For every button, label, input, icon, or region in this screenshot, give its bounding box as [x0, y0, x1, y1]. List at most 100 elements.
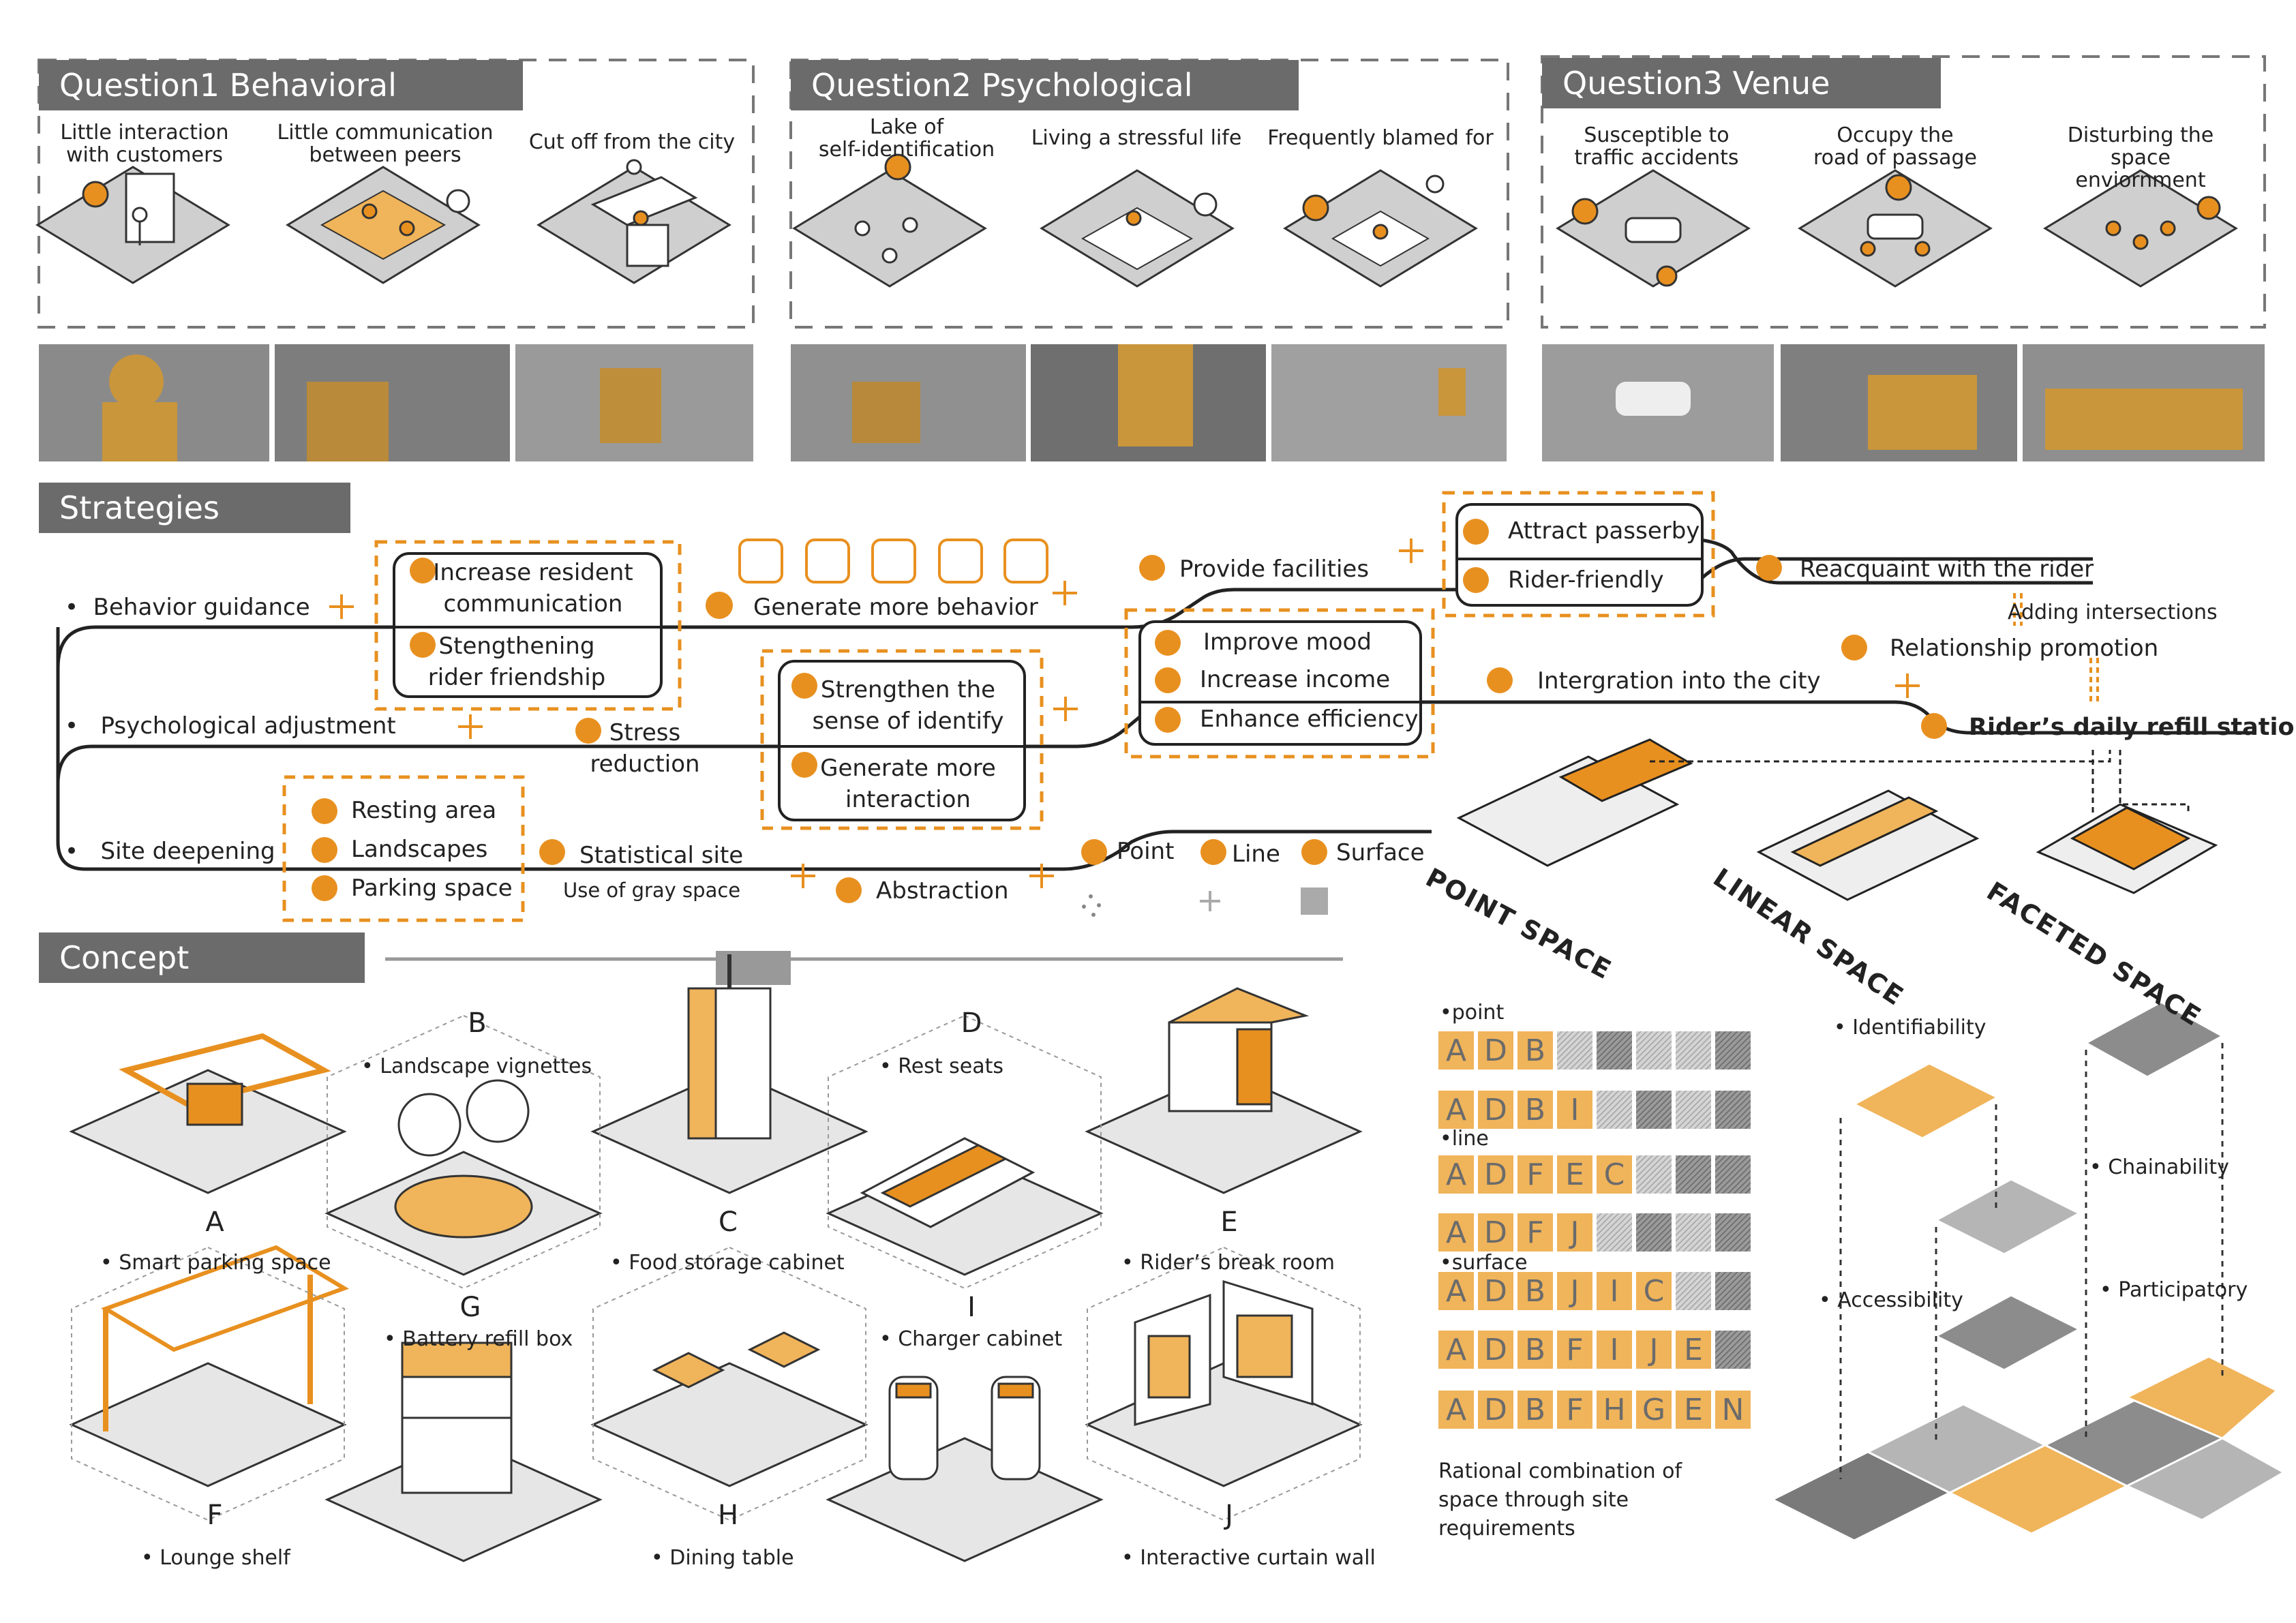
combo-cell: J	[1557, 1272, 1592, 1310]
landscapes: Landscapes	[351, 836, 488, 863]
combo-cell: A	[1438, 1091, 1474, 1129]
combo-cell: B	[1517, 1031, 1553, 1070]
charger-cabinet: • Charger cabinet	[879, 1327, 1063, 1351]
combo-cell: B	[1517, 1091, 1553, 1129]
combo-cell	[1636, 1031, 1672, 1070]
letter-d: D	[961, 1007, 982, 1039]
combo-cell	[1676, 1272, 1711, 1310]
letter-j: J	[1225, 1500, 1233, 1531]
q2-frame	[789, 59, 1509, 329]
combo-cell: B	[1517, 1272, 1553, 1310]
combo-cell: N	[1715, 1391, 1751, 1429]
strategies-header: Strategies Proposal	[39, 483, 350, 577]
battery-box: • Battery refill box	[384, 1327, 573, 1351]
relationship-promotion: Relationship promotion	[1890, 635, 2159, 662]
letter-f: F	[207, 1500, 223, 1531]
combo-cell	[1597, 1031, 1632, 1070]
generate-interaction: Generate more interaction	[820, 755, 996, 813]
combo-cell: D	[1478, 1331, 1513, 1369]
point-label: Point	[1117, 838, 1175, 865]
chainability: • Chainability	[2089, 1155, 2229, 1179]
combo-cell: A	[1438, 1331, 1474, 1369]
combo-cell	[1715, 1031, 1751, 1070]
letter-h: H	[717, 1500, 739, 1531]
site-deepening: • Site deepening	[65, 838, 275, 865]
combo-cell: A	[1438, 1272, 1474, 1310]
integration-city: Intergration into the city	[1537, 667, 1821, 695]
lounge-shelf: • Lounge shelf	[141, 1546, 290, 1570]
q1-frame	[37, 59, 755, 329]
letter-g: G	[459, 1292, 481, 1323]
concept-pieces	[69, 954, 1363, 1562]
site-drawings	[1456, 738, 2218, 901]
combo-line-label: •line	[1440, 1127, 1489, 1151]
combo-cell: C	[1636, 1272, 1672, 1310]
q1-label-2: Little communication between peers	[277, 121, 494, 167]
q2-header: Question2 Psychological Issues	[791, 60, 1299, 154]
line-label: Line	[1232, 840, 1280, 868]
abstraction: Abstraction	[876, 877, 1009, 905]
combo-cell	[1636, 1213, 1672, 1252]
combo-point-label: •point	[1440, 1001, 1505, 1025]
combo-cell: D	[1478, 1155, 1513, 1194]
q1-label-1: Little interaction with customers	[60, 121, 229, 167]
combo-cell: I	[1597, 1331, 1632, 1369]
smart-parking: • Smart parking space	[100, 1251, 331, 1275]
gray-space: Use of gray space	[563, 879, 741, 902]
q2-label-2: Living a stressful life	[1031, 126, 1242, 150]
combo-cell: E	[1676, 1391, 1711, 1429]
q2-label-3: Frequently blamed for	[1267, 126, 1494, 150]
q3-header: Question3 Venue Issues	[1542, 58, 1941, 152]
problem-tiles	[35, 153, 2238, 288]
parking-space: Parking space	[351, 875, 513, 902]
puzzle-stack	[1770, 1001, 2286, 1542]
combo-cell: A	[1438, 1391, 1474, 1429]
q3-label-1: Susceptible to traffic accidents	[1574, 123, 1739, 170]
combo-surface-label: •surface	[1440, 1251, 1528, 1275]
combo-cell: A	[1438, 1031, 1474, 1070]
photo-strip	[39, 344, 2265, 461]
combo-cell: D	[1478, 1391, 1513, 1429]
behavior-guidance: • Behavior guidance	[65, 594, 310, 621]
combo-cell: B	[1517, 1331, 1553, 1369]
combo-cell: C	[1597, 1155, 1632, 1194]
accessibility: • Accessibility	[1819, 1288, 1963, 1312]
combo-cell: I	[1597, 1272, 1632, 1310]
refill-station: Rider’s daily refill station	[1969, 714, 2296, 741]
combo-cell	[1597, 1091, 1632, 1129]
combo-cell: G	[1636, 1391, 1672, 1429]
identifiability: • Identifiability	[1834, 1016, 1987, 1040]
combo-cell	[1715, 1213, 1751, 1252]
combo-cell	[1557, 1031, 1592, 1070]
combo-cell: D	[1478, 1272, 1513, 1310]
combo-cell: E	[1557, 1155, 1592, 1194]
adding-intersections: Adding intersections	[2008, 601, 2218, 624]
combo-cell	[1676, 1213, 1711, 1252]
combo-cell: J	[1557, 1213, 1592, 1252]
participatory: • Participatory	[2100, 1278, 2248, 1302]
letter-c: C	[719, 1207, 738, 1238]
combo-cell: D	[1478, 1031, 1513, 1070]
concept-header: Concept Generation	[39, 932, 365, 1027]
q3-label-2: Occupy the road of passage	[1813, 123, 1978, 170]
attract-passerby: Attract passerby	[1508, 517, 1700, 545]
combo-cell: D	[1478, 1091, 1513, 1129]
increase-communication: Increase resident communication	[433, 559, 633, 618]
combo-cell: A	[1438, 1213, 1474, 1252]
letter-a: A	[205, 1207, 224, 1238]
sense-identity: Strengthen the sense of identify	[812, 676, 1004, 735]
dining-table: • Dining table	[651, 1546, 794, 1570]
generate-behavior: Generate more behavior	[753, 594, 1038, 621]
combo-cell	[1715, 1331, 1751, 1369]
increase-income: Increase income	[1200, 666, 1391, 693]
combo-cell: J	[1636, 1331, 1672, 1369]
provide-facilities: Provide facilities	[1179, 556, 1370, 583]
q3-label-3: Disturbing the space enviornment	[2067, 123, 2214, 192]
